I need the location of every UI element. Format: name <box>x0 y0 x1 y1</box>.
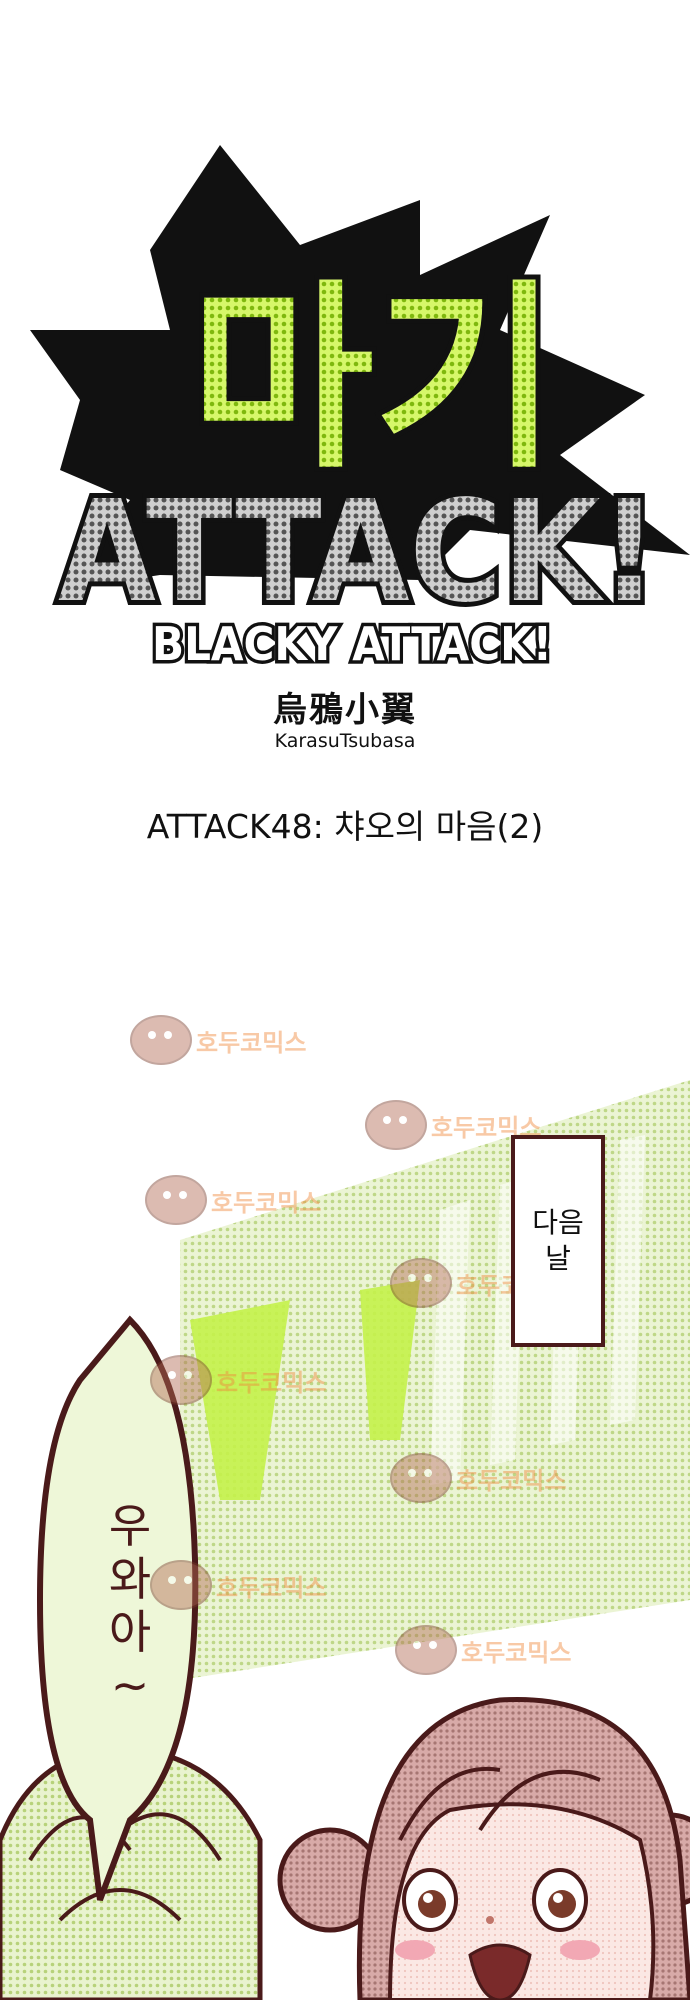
watermark-logo-icon <box>365 1100 427 1150</box>
korean-title-art: 마기 <box>185 258 563 501</box>
watermark: 호두코믹스 <box>150 1355 326 1405</box>
watermark: 호두코믹스 <box>395 1625 571 1675</box>
watermark-text: 호두코믹스 <box>216 1573 327 1602</box>
starburst-shape <box>30 145 690 590</box>
watermark-logo-icon <box>390 1453 452 1503</box>
watermark: 호두코믹스 <box>390 1453 566 1503</box>
caption-line: 다음 <box>532 1205 584 1239</box>
english-subtitle-art: BLACKY ATTACK! <box>152 617 552 671</box>
watermark-text: 호두코믹스 <box>211 1188 322 1217</box>
speech-line: 와 <box>108 1551 152 1606</box>
speech-bubble-shape <box>36 1315 199 1902</box>
watermark-logo-icon <box>150 1355 212 1405</box>
attack-title-art: ATTACK! <box>58 471 658 634</box>
episode-title: ATTACK48: 챠오의 마음(2) <box>146 807 544 846</box>
watermark: 호두코믹스 <box>145 1175 321 1225</box>
watermark-logo-icon <box>395 1625 457 1675</box>
watermark-logo-icon <box>150 1560 212 1610</box>
caption-box: 다음 날 <box>511 1135 605 1347</box>
watermark: 호두코믹스 <box>150 1560 326 1610</box>
speech-line: ~ <box>110 1657 150 1712</box>
title-logo: 마기 ATTACK! BLACKY ATTACK! <box>30 145 690 675</box>
watermark-text: 호두코믹스 <box>196 1028 307 1057</box>
green-speed-stroke <box>190 1300 290 1500</box>
watermark-logo-icon <box>130 1015 192 1065</box>
author-name-romanized: KarasuTsubasa <box>274 730 416 752</box>
watermark-text: 호두코믹스 <box>456 1466 567 1495</box>
watermark-text: 호두코믹스 <box>461 1638 572 1667</box>
speech-bubble-text: 우 와 아 ~ <box>60 1500 200 1800</box>
watermark-logo-icon <box>145 1175 207 1225</box>
watermark-logo-icon <box>390 1258 452 1308</box>
author-name-chinese: 烏鴉小翼 <box>273 690 417 730</box>
watermark-text: 호두코믹스 <box>216 1368 327 1397</box>
speech-line: 아 <box>108 1604 152 1659</box>
speech-line: 우 <box>108 1499 152 1553</box>
comic-scene-art <box>0 1080 690 2000</box>
watermark: 호두코믹스 <box>130 1015 306 1065</box>
girl-character-art <box>277 1696 690 2000</box>
green-speed-stroke <box>360 1280 420 1440</box>
svg-text:마기: 마기 <box>190 263 558 496</box>
caption-line: 날 <box>545 1242 571 1275</box>
